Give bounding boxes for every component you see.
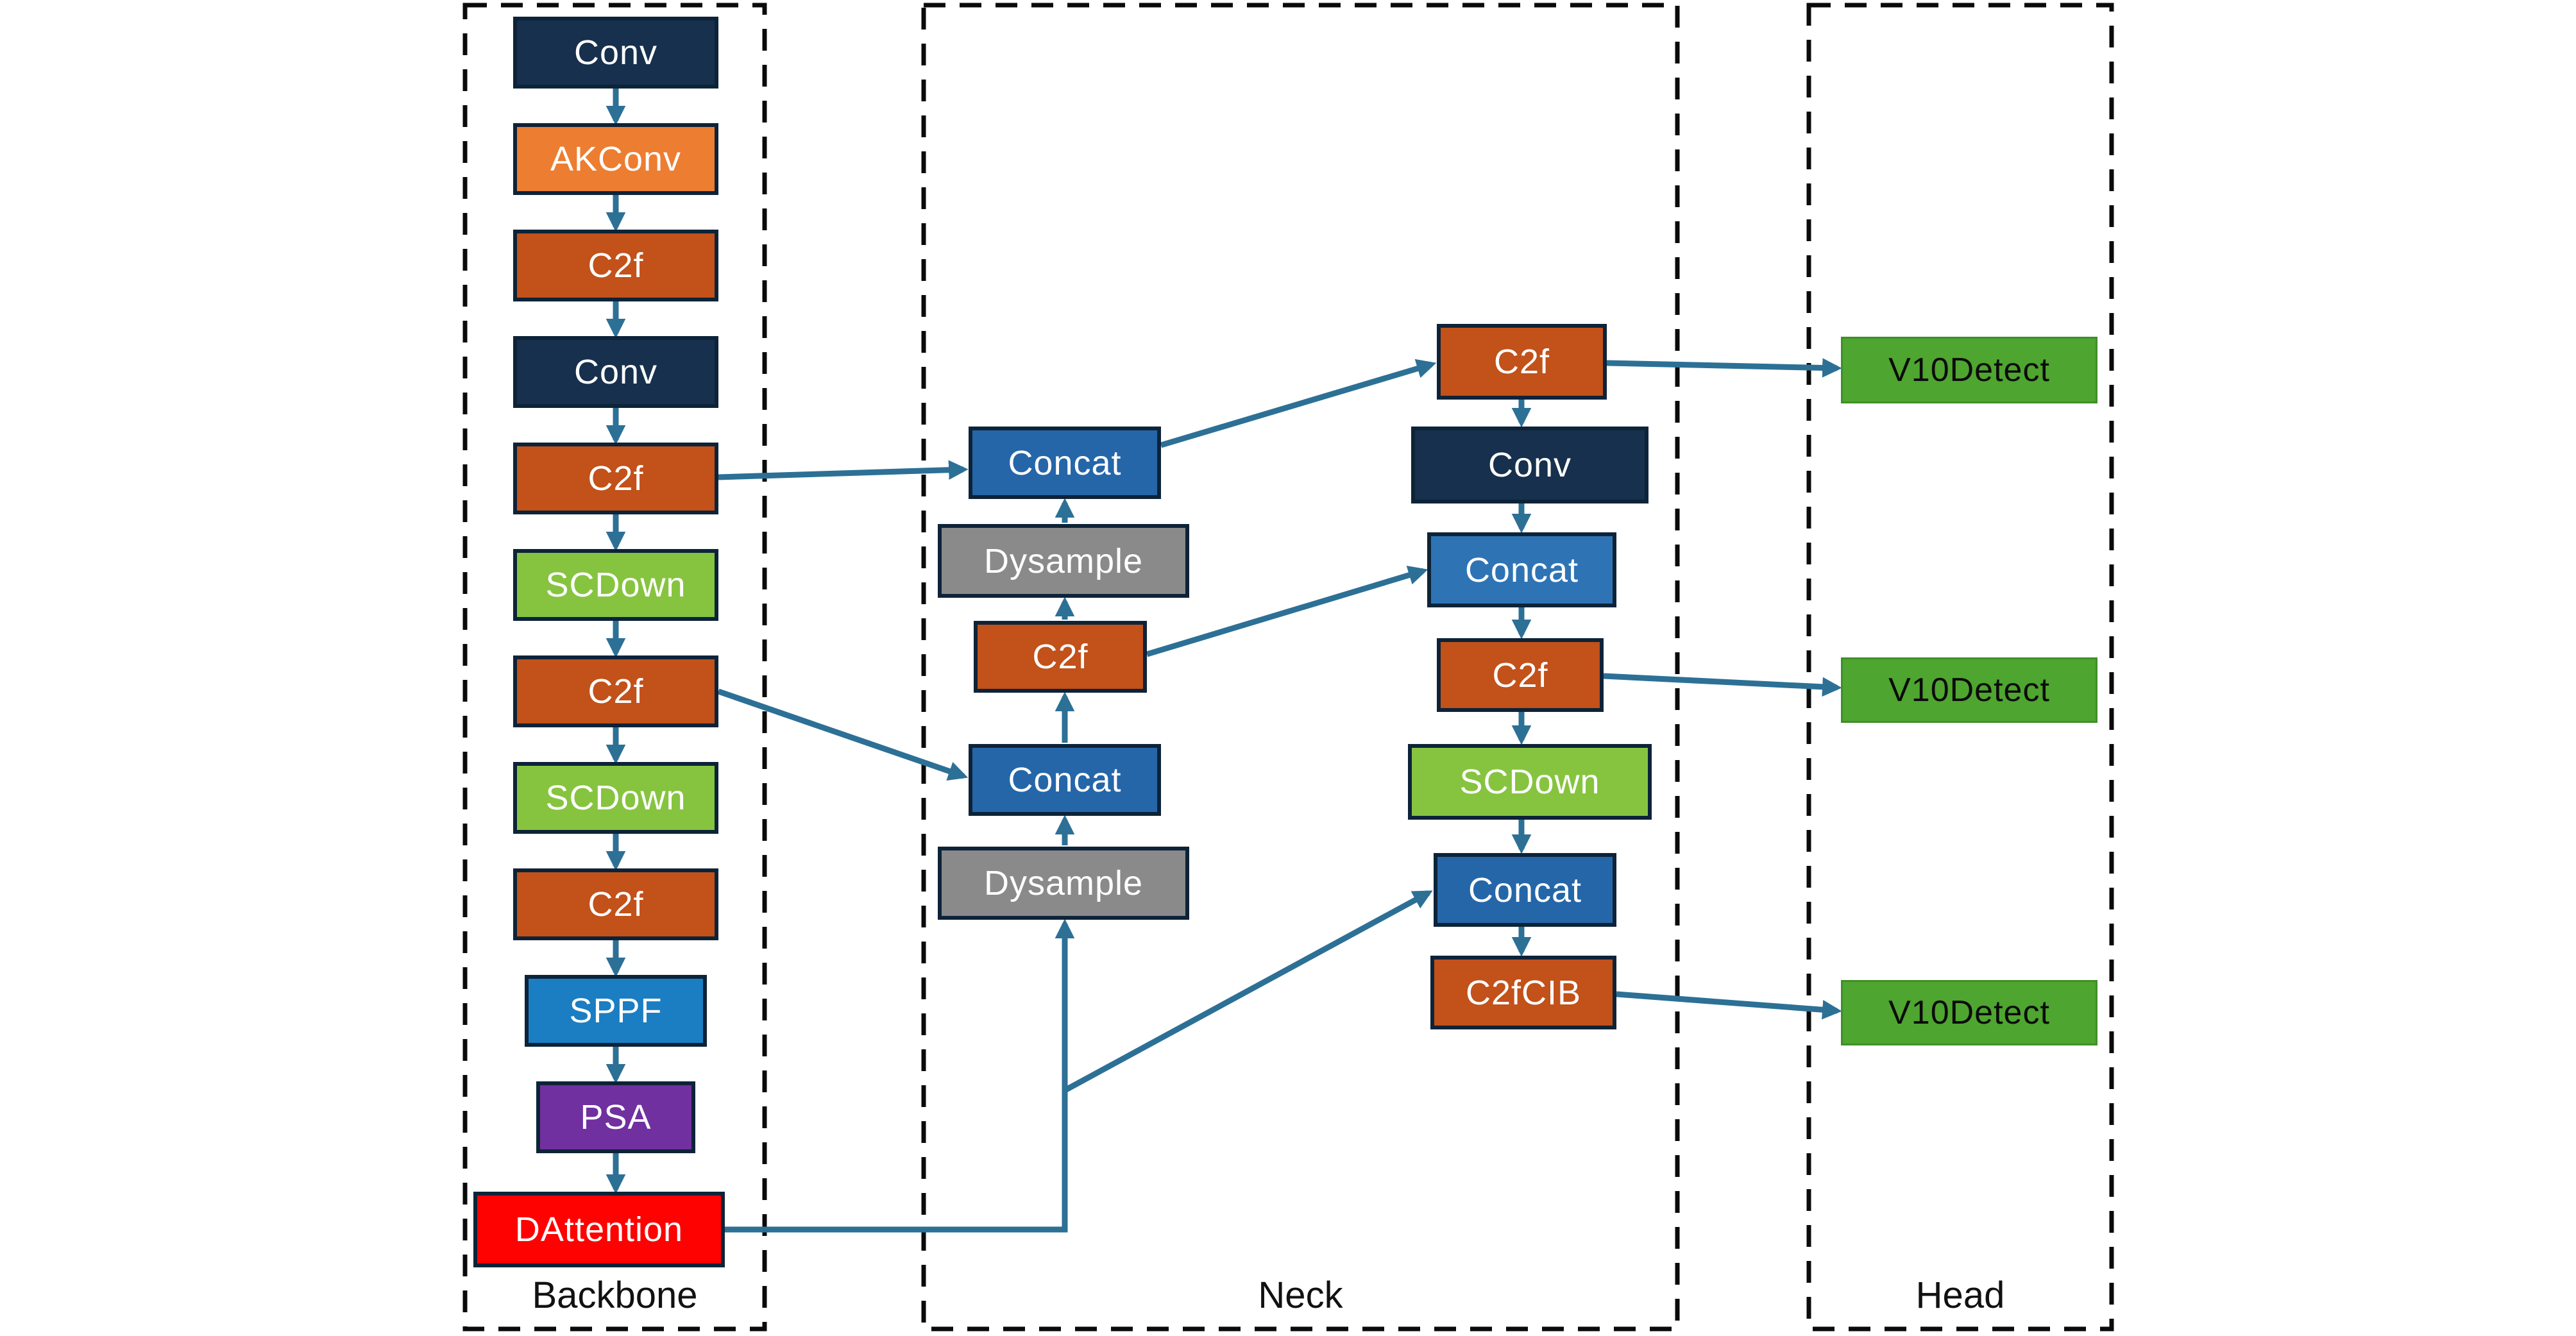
node-hd-detect1: V10Detect — [1841, 337, 2097, 403]
section-label-neck: Neck — [1258, 1274, 1343, 1316]
node-hd-detect2: V10Detect — [1841, 657, 2097, 723]
edge-concat1-to-nk-c2f2 — [1160, 359, 1437, 448]
node-bb-c2f3: C2f — [513, 655, 718, 727]
node-bb-conv2: Conv — [513, 336, 718, 408]
node-bb-psa: PSA — [536, 1081, 695, 1153]
node-nk-concat4: Concat — [1434, 853, 1616, 927]
node-nk-c2f2: C2f — [1437, 324, 1607, 400]
node-bb-dattention: DAttention — [473, 1192, 725, 1267]
node-nk-c2f1: C2f — [974, 621, 1147, 693]
node-bb-sppf: SPPF — [525, 975, 707, 1047]
node-bb-conv1: Conv — [513, 17, 718, 89]
node-nk-c2f3: C2f — [1437, 638, 1604, 712]
node-bb-c2f1: C2f — [513, 230, 718, 301]
node-nk-dysample2: Dysample — [938, 847, 1189, 920]
section-frame-backbone — [462, 3, 767, 1332]
node-nk-scdown: SCDown — [1408, 744, 1652, 820]
section-label-backbone: Backbone — [532, 1274, 698, 1316]
edge-nk-c2f2-to-detect1 — [1606, 358, 1842, 378]
edge-nk-c2f1-to-concat3 — [1146, 565, 1428, 657]
node-bb-c2f2: C2f — [513, 443, 718, 514]
edge-bb-c2f3-to-concat2 — [717, 688, 969, 781]
section-frame-head — [1806, 3, 2114, 1332]
node-bb-scdown1: SCDown — [513, 549, 718, 621]
edge-nk-c2f3-to-detect2 — [1603, 673, 1842, 697]
section-frame-neck — [921, 3, 1680, 1332]
node-bb-scdown2: SCDown — [513, 762, 718, 834]
node-nk-concat2: Concat — [969, 744, 1161, 816]
node-nk-concat1: Concat — [969, 427, 1161, 499]
node-nk-c2fcib: C2fCIB — [1430, 956, 1616, 1029]
section-label-head: Head — [1915, 1274, 2005, 1316]
node-bb-akconv: AKConv — [513, 123, 718, 195]
edge-dattention-branch-to-concat4 — [1063, 890, 1433, 1093]
node-nk-concat3: Concat — [1427, 532, 1616, 607]
node-nk-dysample1: Dysample — [938, 524, 1189, 598]
node-nk-conv: Conv — [1411, 427, 1648, 503]
edge-bb-c2f2-to-concat1 — [718, 460, 969, 480]
edge-c2fcib-to-detect3 — [1616, 991, 1842, 1020]
edge-dattention-to-dysample2 — [725, 918, 1075, 1233]
node-hd-detect3: V10Detect — [1841, 980, 2097, 1045]
node-bb-c2f4: C2f — [513, 868, 718, 940]
